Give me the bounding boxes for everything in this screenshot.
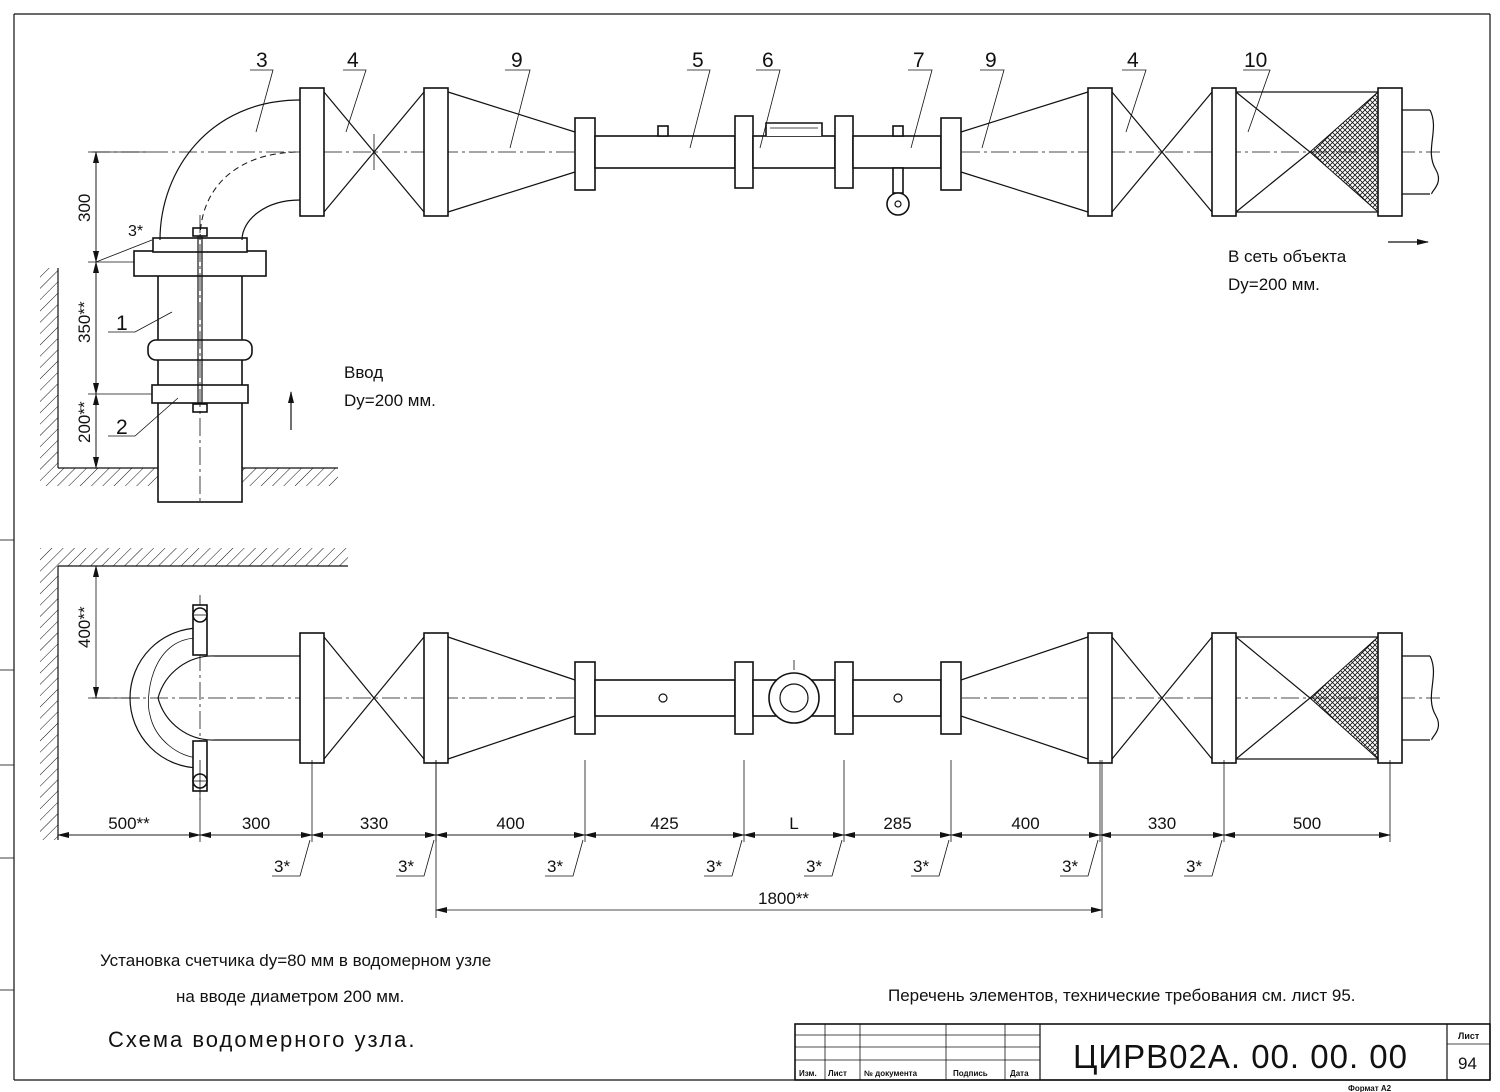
weld-mark-labels: 3* 3* 3* 3* 3* 3* 3* 3* xyxy=(272,839,1223,877)
caption-line-1: Установка счетчика dy=80 мм в водомерном… xyxy=(100,951,491,970)
callout-4-right: 4 xyxy=(1127,49,1139,72)
horizontal-dimension-label: 330 xyxy=(1148,814,1176,833)
horizontal-dimension-labels: 500** 300 330 400 425 L 285 400 330 500 xyxy=(108,814,1321,833)
dim-400-vertical: 400** xyxy=(75,606,94,648)
plan-view xyxy=(40,548,1440,918)
weld-mark-leader xyxy=(911,839,950,877)
callout-1: 1 xyxy=(116,312,128,335)
weld-mark-leader xyxy=(272,839,311,877)
sheet-label: Лист xyxy=(1458,1031,1480,1041)
weld-mark-leader xyxy=(704,839,743,877)
callout-9-left: 9 xyxy=(511,49,523,72)
horizontal-dimension-label: 300 xyxy=(242,814,270,833)
svg-text:В сеть объекта: В сеть объекта xyxy=(1228,247,1347,266)
svg-text:Лист: Лист xyxy=(828,1069,847,1078)
caption-line-2: на вводе диаметром 200 мм. xyxy=(176,987,404,1006)
callout-6: 6 xyxy=(762,49,774,72)
inlet-label: Ввод Dy=200 мм. xyxy=(344,363,436,410)
document-code: ЦИРВ02А. 00. 00. 00 xyxy=(1073,1038,1408,1075)
callout-numbers-left: 1 2 3* xyxy=(116,223,143,439)
weld-mark-label: 3* xyxy=(1186,857,1202,876)
callout-leaders-top xyxy=(250,69,1271,149)
wall-hatch xyxy=(40,268,58,468)
weld-mark-label: 3* xyxy=(806,857,822,876)
horizontal-dimension-label: 285 xyxy=(883,814,911,833)
weld-mark-leader xyxy=(804,839,843,877)
weld-mark-label: 3* xyxy=(274,857,290,876)
plan-gate-valve-left xyxy=(299,632,449,764)
weld-mark-leader xyxy=(545,839,584,877)
callout-4-left: 4 xyxy=(347,49,359,72)
horizontal-dimension-label: L xyxy=(789,814,798,833)
outlet-label: В сеть объекта Dy=200 мм. xyxy=(1228,247,1347,294)
weld-mark-label: 3* xyxy=(1062,857,1078,876)
callout-9-right: 9 xyxy=(985,49,997,72)
vertical-dimension-labels: 300 350** 200** 400** xyxy=(75,194,94,648)
weld-mark-leader xyxy=(1060,839,1099,877)
callout-numbers-top: 3 4 9 5 6 7 9 4 10 xyxy=(256,49,1267,72)
meter-spool xyxy=(594,115,962,216)
title-block-text: ЦИРВ02А. 00. 00. 00 Лист 94 Изм. Лист № … xyxy=(799,1031,1480,1092)
weld-mark-label: 3* xyxy=(913,857,929,876)
weld-mark-label: 3* xyxy=(398,857,414,876)
format-label: Формат А2 xyxy=(1348,1084,1392,1092)
dim-300-vertical: 300 xyxy=(75,194,94,222)
callout-2: 2 xyxy=(116,416,128,439)
gate-valve-left xyxy=(299,87,449,217)
svg-text:Dy=200 мм.: Dy=200 мм. xyxy=(1228,275,1320,294)
caption: Установка счетчика dy=80 мм в водомерном… xyxy=(100,951,491,1006)
callout-5: 5 xyxy=(692,49,704,72)
weld-mark-label: 3* xyxy=(706,857,722,876)
weld-mark-leader xyxy=(1184,839,1223,877)
title-block xyxy=(794,1023,1491,1081)
vertical-dimension-chain xyxy=(88,151,153,469)
reducer-right xyxy=(960,91,1089,213)
gate-valve-right xyxy=(1087,87,1237,217)
dim-350-vertical: 350** xyxy=(75,301,94,343)
svg-text:Dy=200 мм.: Dy=200 мм. xyxy=(344,391,436,410)
callout-7: 7 xyxy=(913,49,925,72)
plan-wall-hatch xyxy=(40,548,348,566)
plan-gate-valve-right xyxy=(1087,632,1237,764)
horizontal-dimension-label: 330 xyxy=(360,814,388,833)
weld-mark-label: 3* xyxy=(547,857,563,876)
reference-note: Перечень элементов, технические требован… xyxy=(888,986,1356,1005)
horizontal-dimension-label: 500 xyxy=(1293,814,1321,833)
horizontal-dimension-label: 400 xyxy=(496,814,524,833)
schema-title: Схема водомерного узла. xyxy=(108,1027,417,1052)
svg-text:№ документа: № документа xyxy=(864,1069,918,1078)
horizontal-dimension-label: 400 xyxy=(1011,814,1039,833)
svg-text:Изм.: Изм. xyxy=(799,1069,817,1078)
callout-10: 10 xyxy=(1244,49,1267,72)
svg-text:Ввод: Ввод xyxy=(344,363,383,382)
strainer xyxy=(1235,87,1440,217)
horizontal-dimension-label: 500** xyxy=(108,814,150,833)
horizontal-dimension-label: 425 xyxy=(650,814,678,833)
callout-3-star: 3* xyxy=(128,223,143,240)
weld-mark-leader xyxy=(396,839,435,877)
svg-text:Подпись: Подпись xyxy=(953,1069,988,1078)
sheet-number: 94 xyxy=(1458,1054,1477,1073)
callout-3: 3 xyxy=(256,49,268,72)
svg-text:Дата: Дата xyxy=(1010,1069,1029,1078)
total-length-label: 1800** xyxy=(758,889,809,908)
elevation-view xyxy=(40,69,1440,505)
meter-register-circle xyxy=(768,672,820,724)
dim-200-vertical: 200** xyxy=(75,401,94,443)
